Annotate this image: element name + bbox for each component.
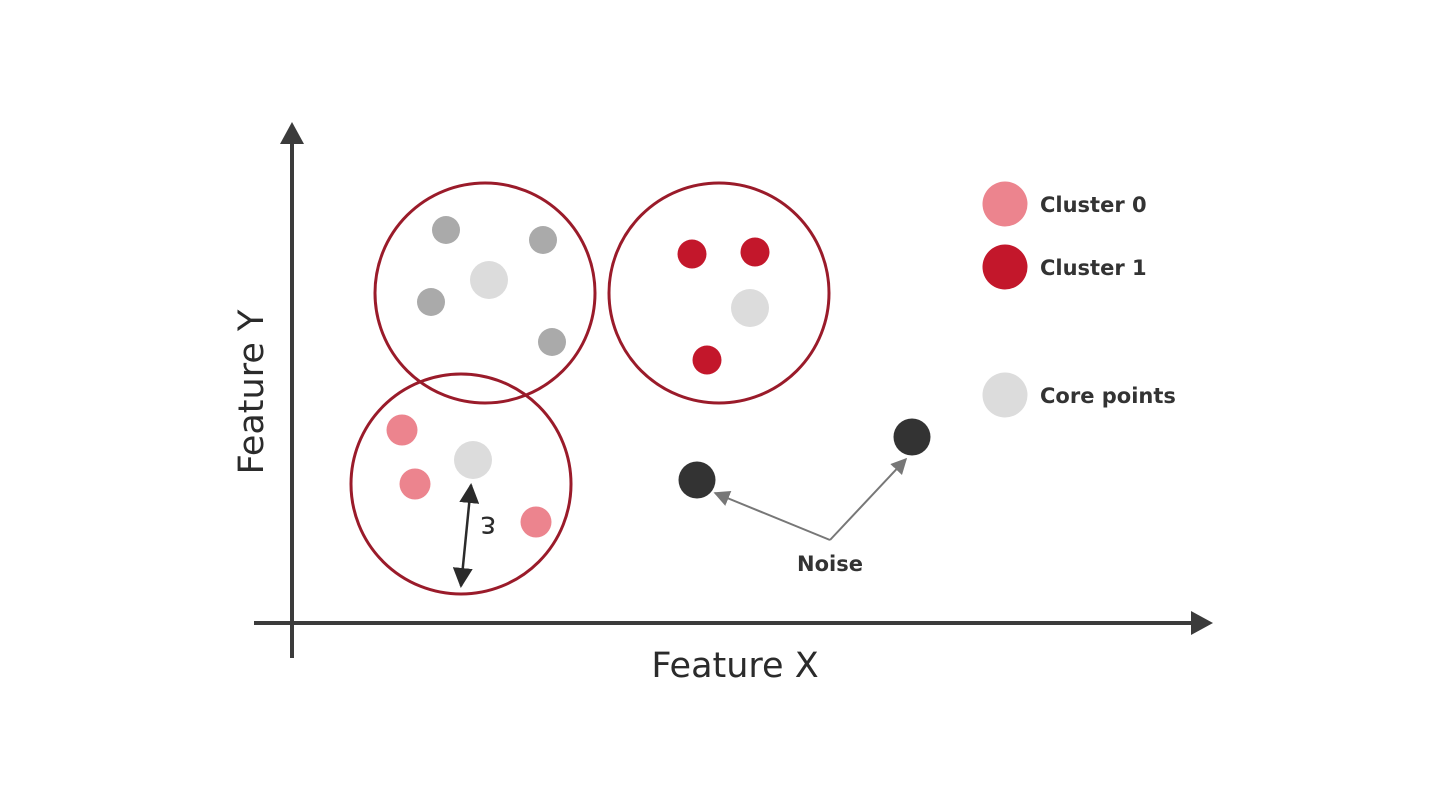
noise-point	[893, 418, 931, 456]
y-axis-title: Feature Y	[232, 309, 272, 474]
cluster-0-point	[399, 468, 431, 500]
legend: Cluster 0 Cluster 1 Core points	[982, 181, 1176, 418]
cluster-1-point	[677, 239, 707, 269]
cluster-1-points	[677, 237, 770, 375]
noise-points	[678, 418, 931, 499]
legend-label-core-points: Core points	[1040, 384, 1176, 408]
legend-item-cluster-0: Cluster 0	[982, 181, 1147, 227]
cluster-1-point	[692, 345, 722, 375]
cluster-0-points	[386, 414, 552, 538]
neighborhood-ring-bottom-left	[349, 372, 573, 596]
axes	[254, 122, 1213, 658]
cluster-1-point	[740, 237, 770, 267]
core-point	[731, 289, 769, 327]
legend-item-core-points: Core points	[982, 372, 1176, 418]
cluster-0-point	[386, 414, 418, 446]
noise-label: Noise	[797, 552, 863, 576]
x-axis-title: Feature X	[651, 646, 818, 686]
unassigned-point	[529, 226, 557, 254]
core-point	[454, 441, 492, 479]
legend-swatch-cluster-0	[982, 181, 1028, 227]
core-point	[470, 261, 508, 299]
legend-label-cluster-0: Cluster 0	[1040, 193, 1147, 217]
legend-label-cluster-1: Cluster 1	[1040, 256, 1147, 280]
noise-point	[678, 461, 716, 499]
noise-pointer-right	[829, 457, 908, 541]
unassigned-point	[432, 216, 460, 244]
epsilon-label: ε	[480, 509, 496, 544]
core-points	[454, 261, 769, 479]
unassigned-points	[417, 216, 566, 356]
cluster-0-point	[520, 506, 552, 538]
legend-swatch-core-points	[982, 372, 1028, 418]
y-axis-arrowhead	[280, 122, 304, 144]
neighborhoods	[349, 181, 831, 596]
noise-pointers	[713, 457, 908, 541]
neighborhood-ring-top-right	[607, 181, 831, 405]
x-axis-arrowhead	[1191, 611, 1213, 635]
legend-item-cluster-1: Cluster 1	[982, 244, 1147, 290]
unassigned-point	[538, 328, 566, 356]
neighborhood-ring-top-left	[373, 181, 597, 405]
unassigned-point	[417, 288, 445, 316]
epsilon-arrow	[452, 483, 480, 588]
legend-swatch-cluster-1	[982, 244, 1028, 290]
noise-pointer-left	[713, 491, 831, 541]
